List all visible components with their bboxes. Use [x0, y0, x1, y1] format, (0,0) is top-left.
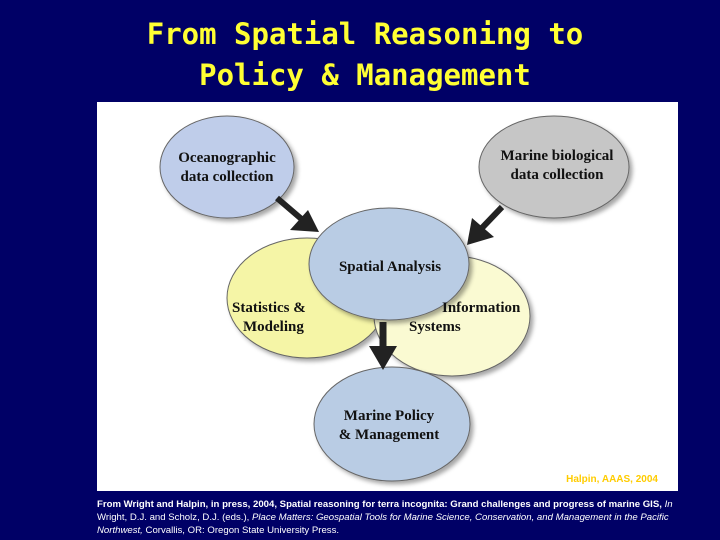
marine-policy-ellipse — [313, 366, 471, 482]
marine-biological-ellipse — [478, 115, 630, 219]
spatial-analysis-label: Spatial Analysis — [339, 259, 441, 275]
title-line-2: Policy & Management — [199, 58, 531, 92]
information-label-1: Information — [442, 300, 521, 316]
oceanographic-label-1: Oceanographic — [178, 150, 276, 166]
slide-title: From Spatial Reasoning to Policy & Manag… — [0, 14, 720, 96]
diagram-panel: Oceanographic data collection Marine bio… — [97, 102, 678, 491]
arrow-bio-to-spatial — [467, 204, 505, 245]
policy-label-2: & Management — [339, 427, 439, 443]
statistics-label-2: Modeling — [243, 319, 304, 335]
diagram-credit: Halpin, AAAS, 2004 — [566, 474, 658, 485]
marine-bio-label-2: data collection — [511, 167, 605, 183]
arrow-center-to-policy — [369, 322, 397, 370]
citation-publisher: Corvallis, OR: Oregon State University P… — [142, 525, 340, 536]
arrow-ocean-to-spatial — [275, 195, 319, 232]
statistics-label-1: Statistics & — [232, 300, 306, 316]
oceanographic-ellipse — [159, 115, 295, 219]
spatial-analysis-ellipse — [308, 207, 470, 321]
oceanographic-label-2: data collection — [181, 169, 275, 185]
citation-in: In — [661, 499, 673, 510]
flow-diagram: Oceanographic data collection Marine bio… — [159, 115, 630, 482]
policy-label-1: Marine Policy — [344, 408, 435, 424]
citation-editors: Wright, D.J. and Scholz, D.J. (eds.), — [97, 512, 252, 523]
marine-bio-label-1: Marine biological — [501, 148, 614, 164]
information-label-2: Systems — [409, 319, 461, 335]
title-line-1: From Spatial Reasoning to — [146, 17, 584, 51]
citation-text: From Wright and Halpin, in press, 2004, … — [97, 498, 697, 537]
citation-book-title: Place Matters: Geospatial Tools for Mari… — [97, 512, 669, 536]
citation-bold: From Wright and Halpin, in press, 2004, … — [97, 499, 662, 510]
